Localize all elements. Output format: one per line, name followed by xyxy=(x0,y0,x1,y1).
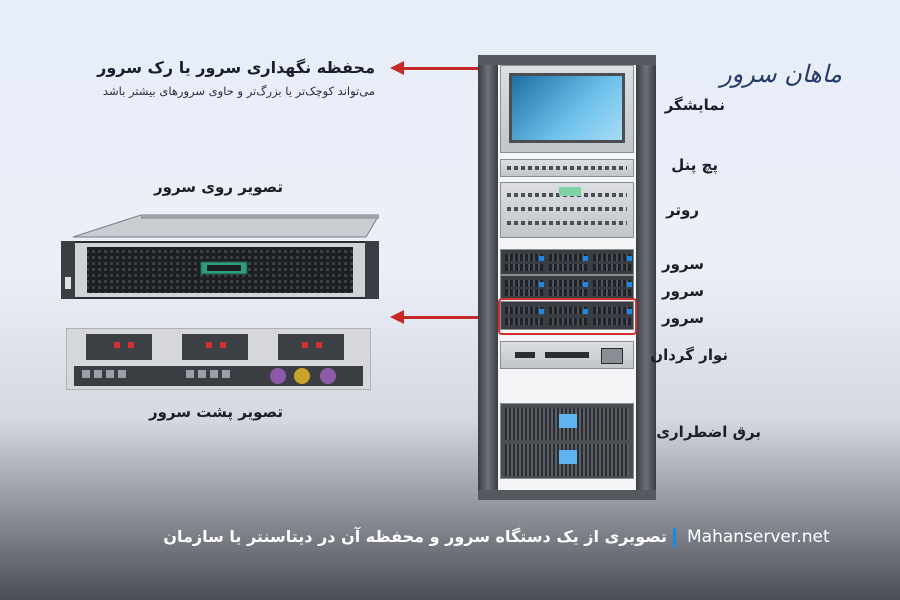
server-rack xyxy=(478,55,656,500)
brand-logo: ماهان سرور xyxy=(720,60,842,88)
footer-caption: تصویری از یک دستگاه سرور و محفظه آن در د… xyxy=(163,527,667,546)
rack-server-2 xyxy=(500,275,634,299)
label-router: روتر xyxy=(666,201,699,219)
footer-separator xyxy=(673,528,676,548)
rack-ups xyxy=(500,403,634,479)
label-server-1: سرور xyxy=(661,255,704,273)
label-server-3: سرور xyxy=(661,309,704,327)
server-arrow xyxy=(402,316,494,319)
label-monitor: نمایشگر xyxy=(664,96,725,114)
front-view-title: تصویر روی سرور xyxy=(154,178,283,196)
label-patch-panel: پچ پنل xyxy=(671,156,718,174)
rack-arrow-head xyxy=(390,61,404,75)
server-highlight-box xyxy=(498,298,637,335)
storage-title: محفظه نگهداری سرور یا رک سرور xyxy=(97,58,375,77)
rear-server-image xyxy=(66,328,371,390)
rear-view-title: تصویر پشت سرور xyxy=(148,403,283,421)
front-server-image xyxy=(61,214,379,299)
rack-patch-panel xyxy=(500,159,634,177)
rack-monitor xyxy=(500,65,634,153)
rack-server-3 xyxy=(500,301,634,330)
rack-router xyxy=(500,182,634,238)
rack-server-1 xyxy=(500,249,634,275)
rack-arrow xyxy=(402,67,494,70)
server-arrow-head xyxy=(390,310,404,324)
footer-domain: Mahanserver.net xyxy=(687,527,830,547)
rack-tape-drive xyxy=(500,341,634,369)
label-ups: برق اضطراری xyxy=(656,423,761,441)
label-tape-drive: نوار گردان xyxy=(650,346,728,364)
label-server-2: سرور xyxy=(661,282,704,300)
storage-subtitle: می‌تواند کوچک‌تر یا بزرگ‌تر و حاوی سروره… xyxy=(102,84,375,98)
